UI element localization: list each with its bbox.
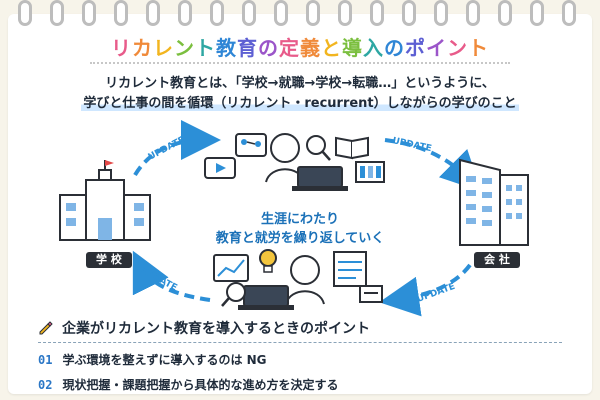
center-line-2: 教育と就労を繰り返していく <box>215 231 385 246</box>
binder-ring <box>178 0 192 26</box>
title-char: 育 <box>237 36 258 60</box>
page-title: リカレント教育の定義と導入のポイント <box>0 32 600 61</box>
binder-ring <box>498 0 512 26</box>
binder-ring <box>402 0 416 26</box>
update-arrow-bottom-right <box>379 263 472 317</box>
point-number: 02 <box>38 377 53 392</box>
center-line-1: 生涯にわたり <box>260 212 339 227</box>
binder-ring <box>338 0 352 26</box>
book-icon <box>335 136 369 160</box>
pencil-icon <box>39 321 53 335</box>
binder-ring <box>274 0 288 26</box>
title-char: の <box>384 36 405 60</box>
binder-ring <box>434 0 448 26</box>
office-building-icon <box>459 158 529 246</box>
binder-ring <box>146 0 160 26</box>
binder-rings <box>18 0 582 30</box>
intro-line-2: 学びと仕事の間を循環（リカレント・recurrent）しながらの学びのこと <box>81 96 519 111</box>
update-arrow-top-left <box>133 120 221 177</box>
binder-ring <box>242 0 256 26</box>
update-label-bottom-left: UPDATE <box>139 266 179 294</box>
title-char: と <box>321 36 342 60</box>
binder-ring <box>530 0 544 26</box>
binder-ring <box>562 0 576 26</box>
title-char: リ <box>111 36 132 60</box>
binder-ring <box>114 0 128 26</box>
lightbulb-icon <box>259 249 277 273</box>
update-label-bottom-right: UPDATE <box>416 282 457 305</box>
workflow-icon <box>333 251 383 303</box>
point-number: 01 <box>38 352 53 367</box>
title-char: 導 <box>342 36 363 60</box>
center-caption: 生涯にわたり 教育と就労を繰り返していく <box>210 210 390 248</box>
title-char: イ <box>426 36 447 60</box>
company-label: 会 社 <box>474 252 520 268</box>
title-char: ト <box>195 36 216 60</box>
title-char: ン <box>447 36 468 60</box>
title-char: 定 <box>279 36 300 60</box>
update-label-top-right: UPDATE <box>391 136 432 154</box>
points-heading-text: 企業がリカレント教育を導入するときのポイント <box>62 321 370 337</box>
title-char: ポ <box>405 36 426 60</box>
video-player-icon <box>204 157 236 179</box>
title-char: カ <box>132 36 153 60</box>
title-char: の <box>258 36 279 60</box>
bookshelf-icon <box>355 161 385 183</box>
school-building-icon <box>59 160 151 241</box>
title-char: 義 <box>300 36 321 60</box>
binder-ring <box>82 0 96 26</box>
point-item: 01 学ぶ環境を整えずに導入するのは NG <box>38 351 562 368</box>
magnifier-icon <box>306 135 331 161</box>
binder-ring <box>50 0 64 26</box>
point-text: 学ぶ環境を整えずに導入するのは NG <box>62 353 267 367</box>
binder-ring <box>306 0 320 26</box>
point-item: 02 現状把握・課題把握から具体的な進め方を決定する <box>38 376 562 393</box>
intro-text: リカレント教育とは、「学校→就職→学校→転職…」というように、 学びと仕事の間を… <box>40 74 560 114</box>
title-char: ン <box>174 36 195 60</box>
analysis-magnifier-icon <box>221 282 246 307</box>
title-char: 教 <box>216 36 237 60</box>
bottom-person-laptop-icon <box>238 255 325 310</box>
network-diagram-icon <box>235 133 267 157</box>
title-char: ト <box>468 36 489 60</box>
title-char: レ <box>153 36 174 60</box>
points-section: 企業がリカレント教育を導入するときのポイント 01 学ぶ環境を整えずに導入するの… <box>38 318 562 393</box>
binder-ring <box>210 0 224 26</box>
intro-line-1: リカレント教育とは、「学校→就職→学校→転職…」というように、 <box>105 76 495 91</box>
binder-ring <box>466 0 480 26</box>
binder-ring <box>18 0 32 26</box>
chart-icon <box>213 254 249 282</box>
point-text: 現状把握・課題把握から具体的な進め方を決定する <box>62 378 339 392</box>
update-label-top-left: UPDATE <box>147 135 187 163</box>
points-heading: 企業がリカレント教育を導入するときのポイント <box>38 318 562 343</box>
binder-ring <box>370 0 384 26</box>
top-person-laptop-icon <box>265 133 348 191</box>
title-divider <box>90 62 510 64</box>
title-char: 入 <box>363 36 384 60</box>
school-label: 学 校 <box>86 252 132 268</box>
